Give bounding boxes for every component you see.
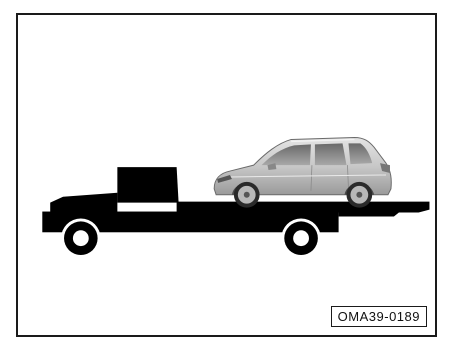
figure-code-label: OMA39-0189 — [331, 306, 427, 327]
suv-car-icon — [214, 137, 391, 207]
figure-frame: OMA39-0189 — [16, 13, 437, 337]
towing-illustration — [18, 15, 435, 335]
